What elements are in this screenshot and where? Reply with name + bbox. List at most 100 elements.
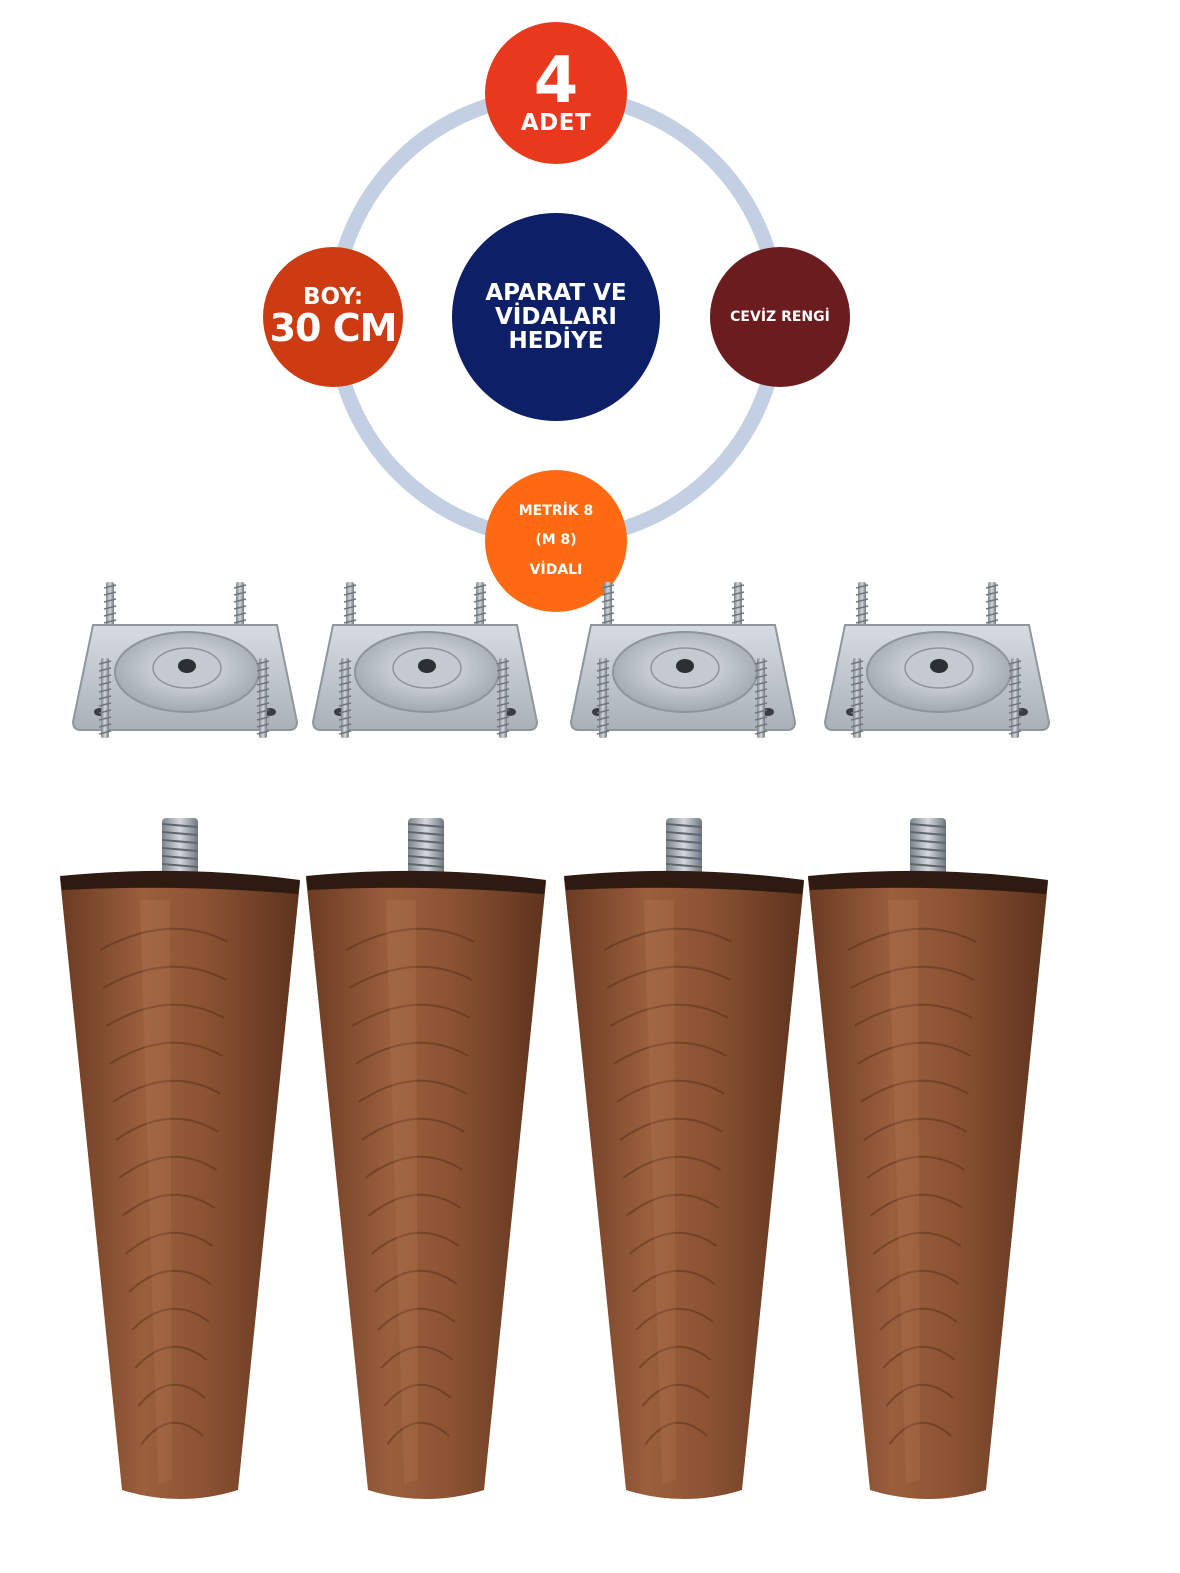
screw-thread [754,681,768,686]
screw-thread [256,730,270,735]
wood-grain [374,1269,458,1293]
wood-grain [876,1269,960,1293]
screw-thread [496,709,510,714]
screw-thread [1008,688,1022,693]
wood-grain [137,1383,206,1407]
screw-thread [731,598,745,603]
screw-thread [98,688,112,693]
screw-thread [855,598,869,603]
wood-grain [105,1003,225,1027]
screw-thread [754,688,768,693]
screw-thread [1008,660,1022,665]
screw-thread [596,688,610,693]
gift-line-1: APARAT VE [485,279,627,306]
screw-thread [850,716,864,721]
screw-thread [985,619,999,624]
wood-grain [348,965,473,989]
screw-thread [338,667,352,672]
screw-thread [985,605,999,610]
length-label: BOY: [302,283,364,310]
screw-thread [338,723,352,728]
metric-line-2: (M 8) [535,532,577,549]
screw-thread [233,591,247,596]
wood-grain [124,1231,214,1255]
gift-line-3: HEDİYE [508,328,604,355]
wood-grain [377,1307,456,1331]
gift-badge: APARAT VE VİDALARI HEDİYE [452,213,660,421]
screw-thread [731,612,745,617]
leg-highlight [386,900,418,1484]
screw-thread [256,709,270,714]
wooden-leg [808,878,1048,1499]
screw-thread [596,667,610,672]
screw-thread [596,681,610,686]
screw-thread [256,667,270,672]
wood-grain [632,1269,716,1293]
wood-grain [888,1421,952,1445]
wood-grain [102,965,227,989]
screw-thread [985,598,999,603]
screw-thread [754,667,768,672]
screw-thread [985,584,999,589]
screw-thread [233,584,247,589]
screw-thread [343,584,357,589]
screw-thread [103,612,117,617]
bolt-thread [161,823,199,828]
wood-grain [860,1079,969,1103]
wood-grain [367,1193,462,1217]
screw-thread [601,605,615,610]
screw-thread [256,702,270,707]
screw-thread [343,598,357,603]
screw-thread [596,702,610,707]
screw-thread [343,605,357,610]
wood-grain [118,1155,218,1179]
bolt-thread [161,855,199,860]
wood-grain [869,1193,964,1217]
screw-thread [338,688,352,693]
wood-grain [131,1307,210,1331]
wood-grain [638,1345,712,1369]
screw-thread [473,612,487,617]
screw-thread [596,674,610,679]
wood-grain [345,927,475,951]
screw-thread [985,591,999,596]
leg-top [808,870,1048,894]
bolt-thread [909,839,947,844]
bolt-thread [909,855,947,860]
wood-grain [863,1117,967,1141]
screw-thread [754,709,768,714]
wood-grain [134,1345,208,1369]
bolt-thread [407,823,445,828]
screw-thread [1008,681,1022,686]
screw-thread [473,584,487,589]
leg-top [60,870,300,894]
bolt-thread [665,831,703,836]
wooden-leg [564,878,804,1499]
wood-grain [866,1155,966,1179]
screw-thread [496,702,510,707]
screw-thread [596,709,610,714]
screw-thread [1008,667,1022,672]
bolt-thread [407,847,445,852]
bolt-thread [909,831,947,836]
wood-grain [625,1193,720,1217]
wood-grain [140,1421,204,1445]
screw-thread [601,591,615,596]
bolt-thread [407,839,445,844]
screw-thread [343,619,357,624]
bolt-thread [161,831,199,836]
screw-thread [98,730,112,735]
screw-thread [1008,695,1022,700]
screw-thread [850,667,864,672]
wood-grain [380,1345,454,1369]
screw-thread [473,598,487,603]
screw-thread [473,591,487,596]
wood-grain [609,1003,729,1027]
wood-grain [351,1003,471,1027]
screw-thread [496,674,510,679]
wooden-leg [60,878,300,1499]
bolt-thread [665,823,703,828]
screw-thread [754,702,768,707]
